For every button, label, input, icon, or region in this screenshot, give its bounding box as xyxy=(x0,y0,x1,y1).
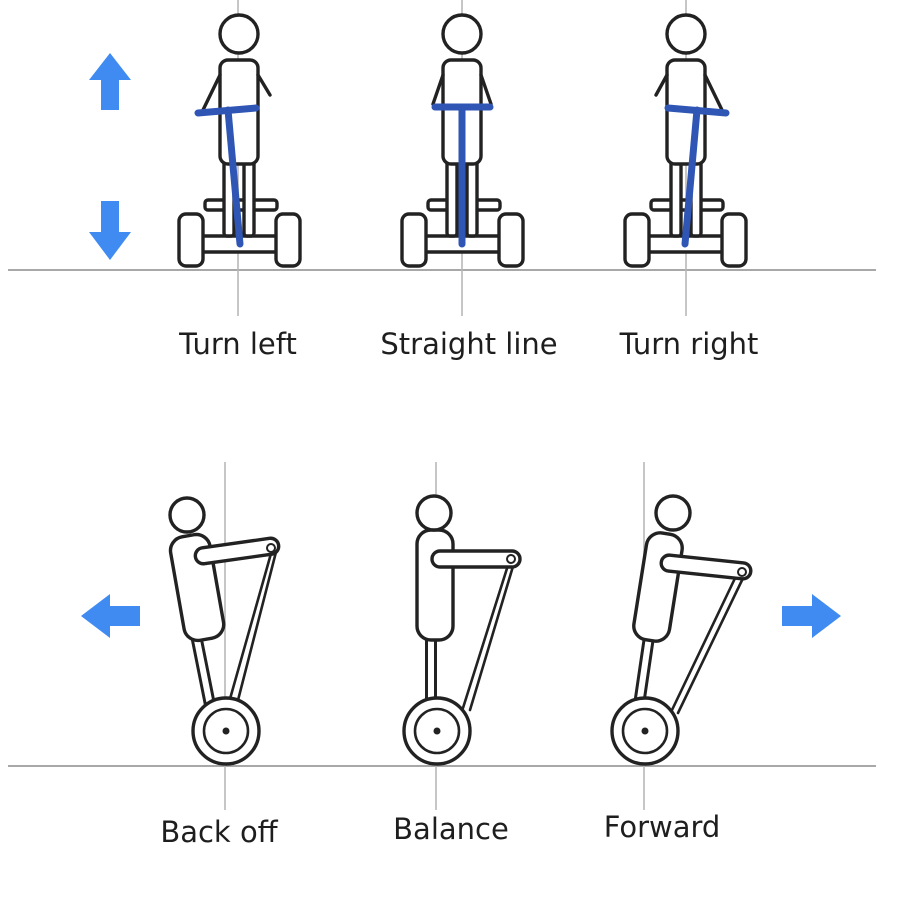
label-forward: Forward xyxy=(603,810,721,844)
rider-side xyxy=(415,494,455,711)
label-turn-left: Turn left xyxy=(179,327,297,361)
handlebar xyxy=(431,103,494,248)
label-straight-line: Straight line xyxy=(380,327,558,361)
arrow-right-icon xyxy=(782,594,841,638)
figure-straight-line xyxy=(400,0,525,316)
figure-back-off xyxy=(168,462,281,810)
wheel xyxy=(191,696,261,766)
handlebar xyxy=(664,104,730,248)
handlebar-side xyxy=(430,549,522,712)
arrow-left-icon xyxy=(81,594,140,638)
handlebar xyxy=(194,104,260,248)
arrow-up-icon xyxy=(89,53,131,110)
figure-turn-right xyxy=(623,0,748,316)
figure-forward xyxy=(610,462,753,810)
label-back-off: Back off xyxy=(160,815,278,849)
rider-side xyxy=(168,496,226,711)
handlebar-side xyxy=(193,536,281,710)
figure-balance xyxy=(402,462,522,810)
wheel xyxy=(402,696,472,766)
label-turn-right: Turn right xyxy=(619,327,759,361)
wheel xyxy=(610,696,680,766)
figure-turn-left xyxy=(177,0,302,316)
label-balance: Balance xyxy=(393,812,509,846)
rider-side xyxy=(632,494,692,711)
rider-front xyxy=(431,13,493,238)
arrow-down-icon xyxy=(89,201,131,260)
handlebar-side xyxy=(659,553,753,715)
